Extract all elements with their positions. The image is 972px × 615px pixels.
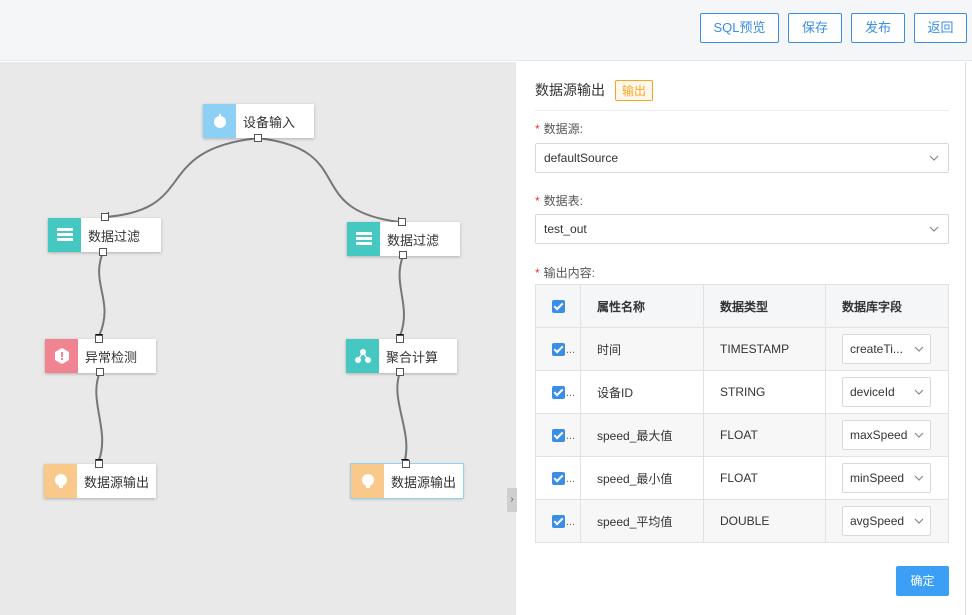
attribute-name: 时间 xyxy=(580,327,704,371)
row-checkbox[interactable] xyxy=(552,343,565,357)
node-label: 数据过滤 xyxy=(88,228,141,244)
node-device-input[interactable]: 设备输入 xyxy=(203,104,314,138)
chevron-down-icon xyxy=(914,346,924,352)
attribute-name: 设备ID xyxy=(580,370,704,414)
aggregate-icon xyxy=(346,339,379,373)
row-checkbox[interactable] xyxy=(552,429,565,443)
column-header: 数据类型 xyxy=(703,284,826,328)
chevron-down-icon xyxy=(914,475,924,481)
table-row: ... speed_最小值 FLOAT minSpeed xyxy=(535,456,949,500)
input-port[interactable] xyxy=(95,335,103,343)
filter-icon xyxy=(48,218,81,252)
node-label: 聚合计算 xyxy=(386,349,439,365)
table-value: test_out xyxy=(544,222,587,236)
db-field-select[interactable]: maxSpeed xyxy=(842,420,931,450)
chevron-down-icon xyxy=(914,518,924,524)
row-checkbox[interactable] xyxy=(552,515,565,529)
panel-border xyxy=(965,62,966,615)
collapse-panel-toggle[interactable]: › xyxy=(507,488,517,512)
table-label: *数据表: xyxy=(535,194,584,208)
table-row: ... speed_最大值 FLOAT maxSpeed xyxy=(535,413,949,457)
datasource-value: defaultSource xyxy=(544,151,619,165)
column-header: 数据库字段 xyxy=(825,284,949,328)
data-type: DOUBLE xyxy=(703,499,826,543)
table-row: ... 时间 TIMESTAMP createTi... xyxy=(535,327,949,371)
select-all-checkbox[interactable] xyxy=(552,300,565,314)
output-fields-table: 属性名称 数据类型 数据库字段 ... 时间 TIMESTAMP createT… xyxy=(535,284,949,543)
input-port[interactable] xyxy=(95,460,103,468)
db-field-select[interactable]: minSpeed xyxy=(842,463,931,493)
divider xyxy=(535,110,949,111)
node-label: 数据源输出 xyxy=(84,474,150,490)
db-field-select[interactable]: createTi... xyxy=(842,334,931,364)
node-label: 异常检测 xyxy=(85,349,138,365)
properties-panel: 数据源输出 输出 *数据源: defaultSource *数据表: test_… xyxy=(517,62,965,615)
node-label: 数据源输出 xyxy=(391,474,457,490)
chevron-right-icon: › xyxy=(510,494,514,505)
node-datasource-output-right[interactable]: 数据源输出 xyxy=(350,463,464,499)
db-field-select[interactable]: avgSpeed xyxy=(842,506,931,536)
node-label: 设备输入 xyxy=(243,114,296,130)
node-anomaly-detection[interactable]: 异常检测 xyxy=(45,339,156,373)
output-content-label: *输出内容: xyxy=(535,266,596,280)
input-port[interactable] xyxy=(101,213,109,221)
db-field-select[interactable]: deviceId xyxy=(842,377,931,407)
data-type: TIMESTAMP xyxy=(703,327,826,371)
anomaly-icon xyxy=(45,339,78,373)
publish-button[interactable]: 发布 xyxy=(851,13,905,43)
row-checkbox[interactable] xyxy=(552,386,565,400)
node-aggregate-compute[interactable]: 聚合计算 xyxy=(346,339,457,373)
output-port[interactable] xyxy=(396,368,404,376)
output-port[interactable] xyxy=(254,134,262,142)
attribute-name: speed_平均值 xyxy=(580,499,704,543)
sql-preview-button[interactable]: SQL预览 xyxy=(700,13,779,43)
required-mark: * xyxy=(535,194,540,208)
output-port[interactable] xyxy=(399,251,407,259)
datasource-select[interactable]: defaultSource xyxy=(535,143,949,173)
attribute-name: speed_最小值 xyxy=(580,456,704,500)
device-input-icon xyxy=(203,104,236,138)
confirm-button[interactable]: 确定 xyxy=(896,566,949,596)
panel-header: 数据源输出 输出 xyxy=(535,79,654,101)
input-port[interactable] xyxy=(398,218,406,226)
node-datasource-output-left[interactable]: 数据源输出 xyxy=(44,464,156,498)
input-port[interactable] xyxy=(396,335,404,343)
required-mark: * xyxy=(535,266,540,280)
table-row: ... 设备ID STRING deviceId xyxy=(535,370,949,414)
table-select[interactable]: test_out xyxy=(535,214,949,244)
node-data-filter-left[interactable]: 数据过滤 xyxy=(48,218,161,252)
filter-icon xyxy=(347,222,380,256)
data-type: FLOAT xyxy=(703,456,826,500)
data-type: STRING xyxy=(703,370,826,414)
top-toolbar: SQL预览 保存 发布 返回 xyxy=(0,0,972,61)
input-port[interactable] xyxy=(402,460,410,468)
select-all-cell xyxy=(535,284,581,328)
column-header: 属性名称 xyxy=(580,284,704,328)
chevron-down-icon xyxy=(929,155,939,161)
output-icon xyxy=(44,464,77,498)
type-badge: 输出 xyxy=(615,79,654,101)
table-row: ... speed_平均值 DOUBLE avgSpeed xyxy=(535,499,949,543)
attribute-name: speed_最大值 xyxy=(580,413,704,457)
chevron-down-icon xyxy=(914,432,924,438)
table-header-row: 属性名称 数据类型 数据库字段 xyxy=(535,284,949,328)
node-data-filter-right[interactable]: 数据过滤 xyxy=(347,222,460,256)
output-port[interactable] xyxy=(99,248,107,256)
save-button[interactable]: 保存 xyxy=(788,13,842,43)
required-mark: * xyxy=(535,122,540,136)
output-port[interactable] xyxy=(96,368,104,376)
panel-title: 数据源输出 xyxy=(535,82,605,98)
output-icon xyxy=(351,464,384,498)
data-type: FLOAT xyxy=(703,413,826,457)
row-checkbox[interactable] xyxy=(552,472,565,486)
node-label: 数据过滤 xyxy=(387,232,440,248)
chevron-down-icon xyxy=(929,226,939,232)
back-button[interactable]: 返回 xyxy=(914,13,967,43)
chevron-down-icon xyxy=(914,389,924,395)
datasource-label: *数据源: xyxy=(535,122,584,136)
